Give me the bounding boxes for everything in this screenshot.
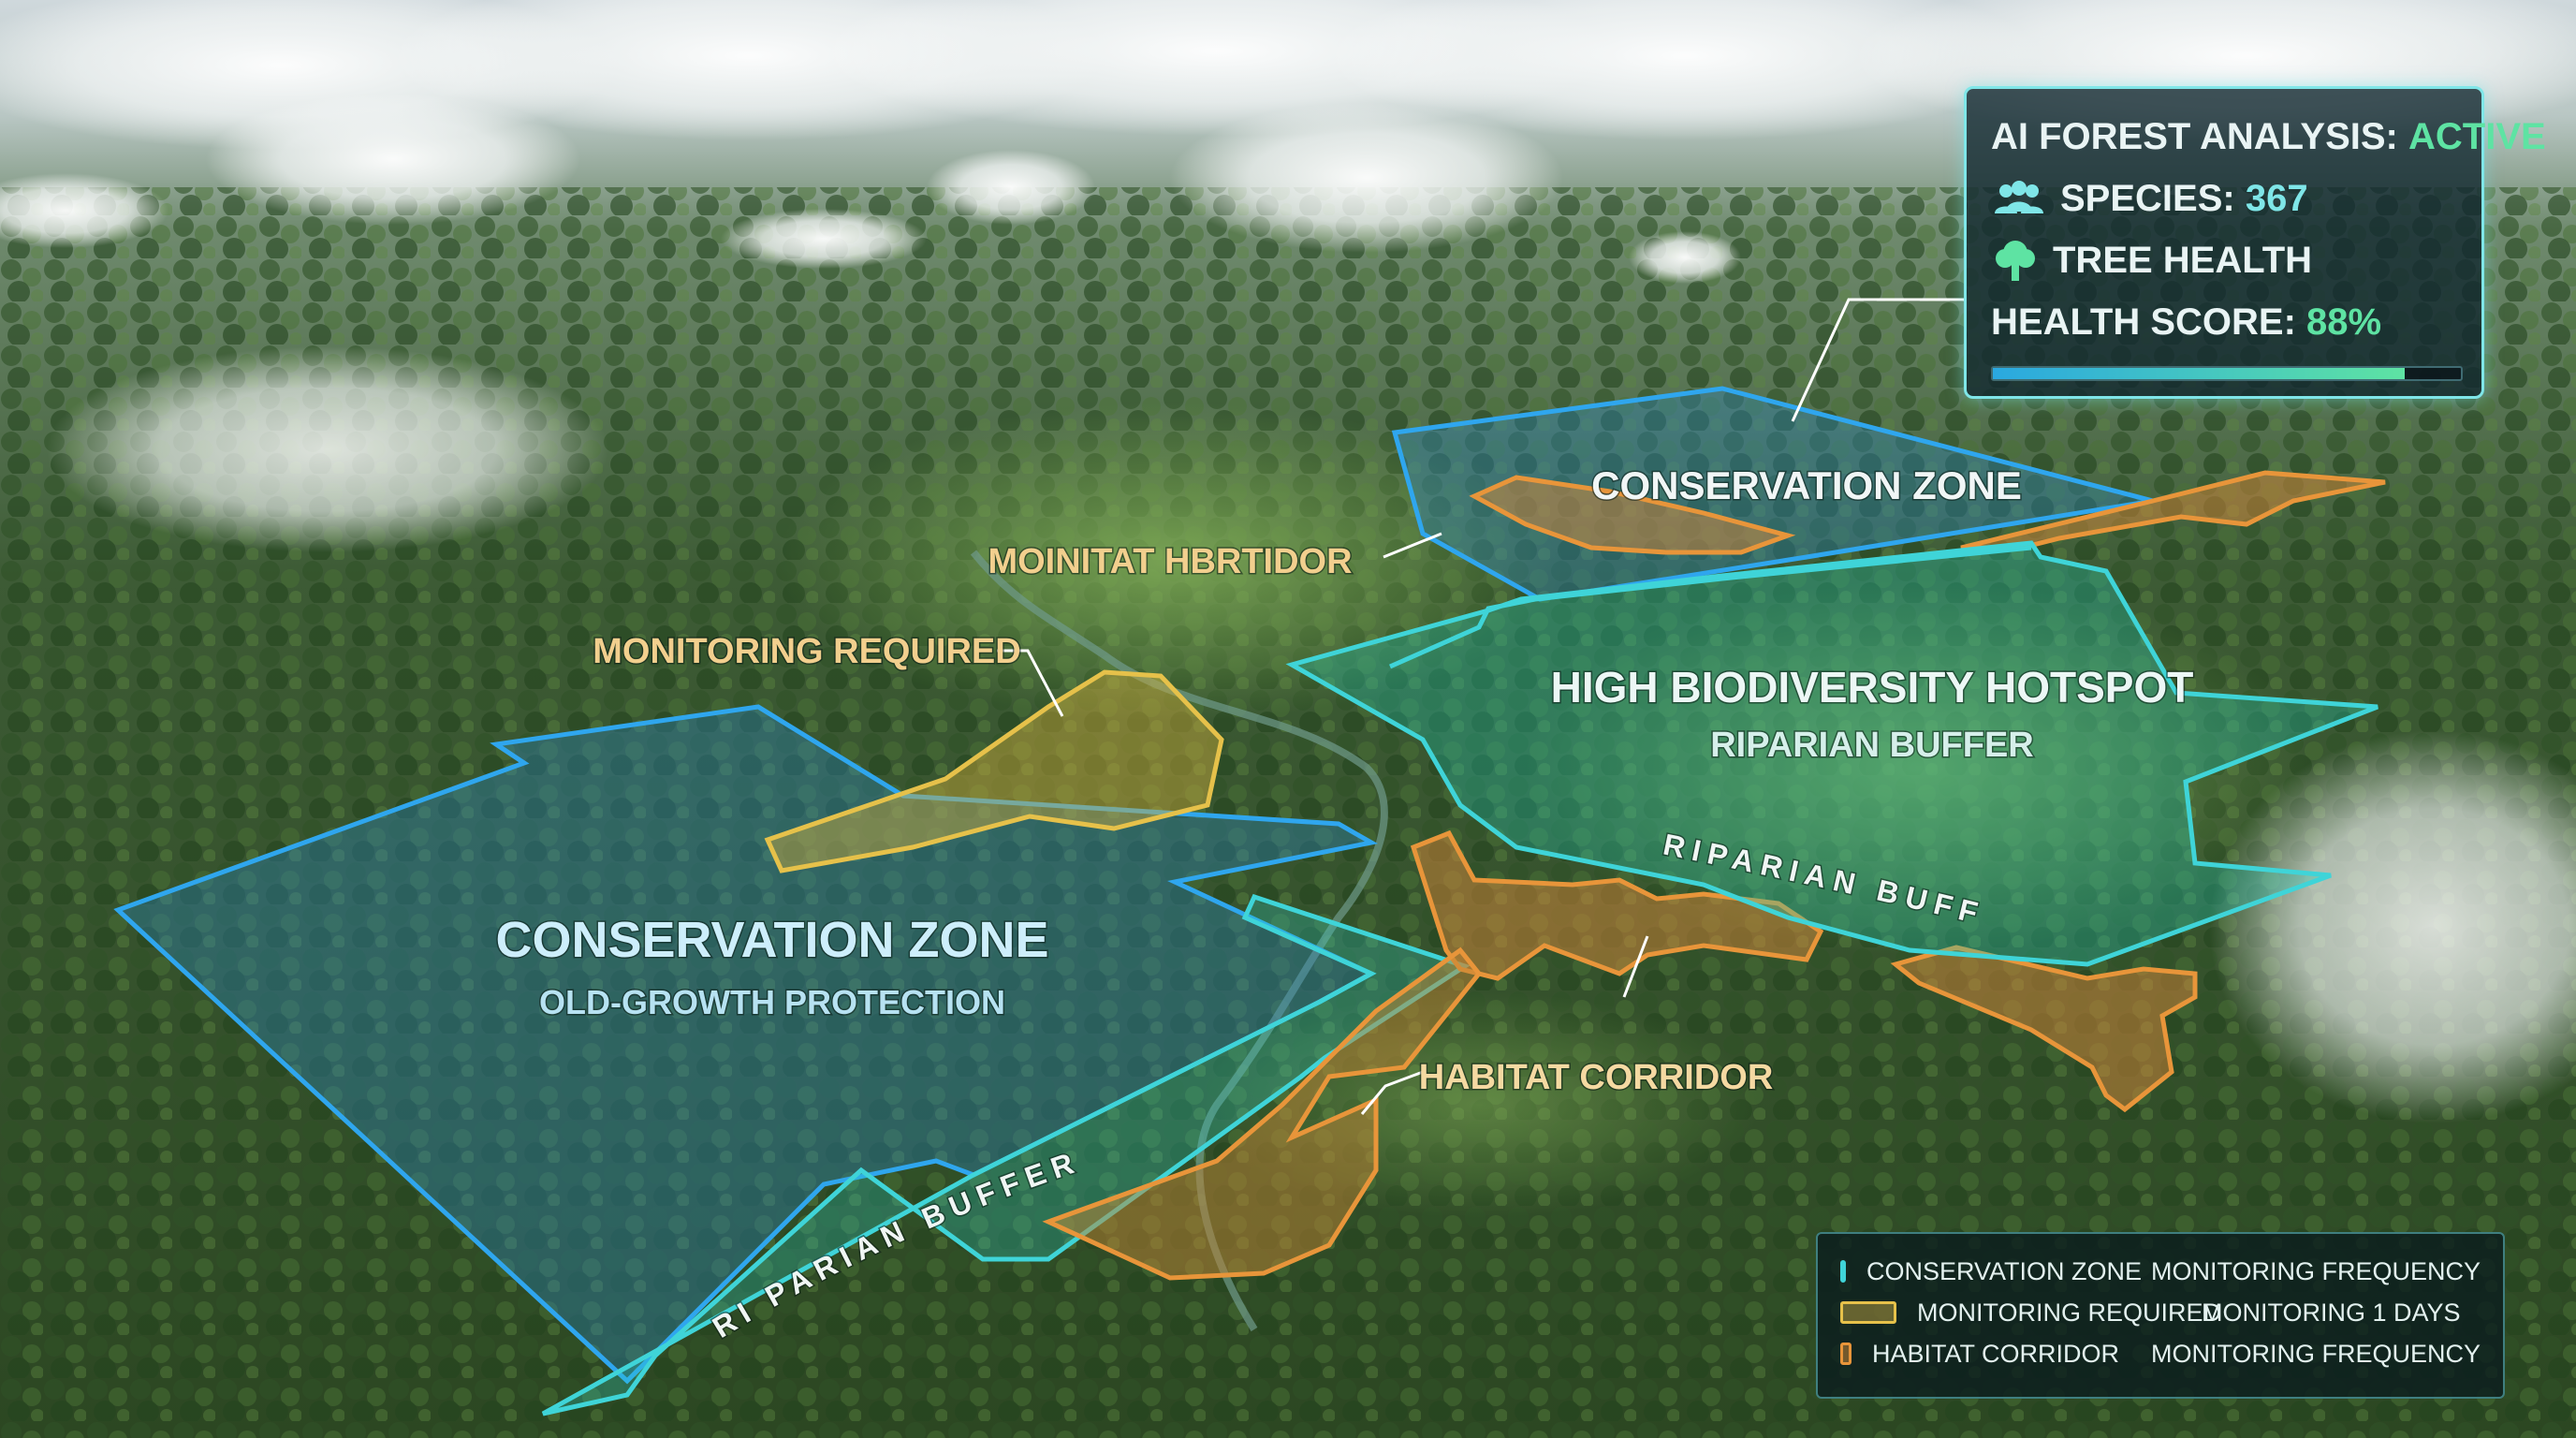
habitat-corridor-lower[interactable] xyxy=(1042,946,1483,1281)
health-score-value: 88% xyxy=(2306,301,2382,343)
conservation-zone-main-sublabel: OLD-GROWTH PROTECTION xyxy=(539,983,1005,1021)
hotspot-inner-outline xyxy=(1388,545,2032,669)
clouds xyxy=(0,0,2576,1123)
conservation-zone-main[interactable] xyxy=(113,704,1379,1385)
conservation-zone-top-label: CONSERVATION ZONE xyxy=(1591,463,2022,507)
hud-status: ACTIVE xyxy=(2408,116,2546,157)
legend-frequency: MONITORING FREQUENCY xyxy=(2151,1256,2481,1285)
tree-icon xyxy=(1996,241,2035,281)
hud-species-row: SPECIES: 367 xyxy=(1991,168,2457,229)
moinitat-label: MOINITAT HBRTIDOR xyxy=(988,542,1352,581)
hud-title-prefix: AI FOREST ANALYSIS: xyxy=(1991,116,2398,157)
legend-swatch-monitoring xyxy=(1840,1301,1896,1324)
people-icon xyxy=(1995,181,2043,213)
legend-frequency: MONITORING 1 DAYS xyxy=(2202,1298,2461,1327)
legend-row: HABITAT CORRIDOR MONITORING FREQUENCY xyxy=(1840,1333,2481,1374)
hud-title: AI FOREST ANALYSIS: ACTIVE xyxy=(1991,106,2546,168)
health-score-bar-fill xyxy=(1993,368,2405,379)
leader-lines xyxy=(997,298,1964,1115)
legend-row: CONSERVATION ZONE MONITORING FREQUENCY xyxy=(1840,1251,2481,1292)
tree-health-label: TREE HEALTH xyxy=(2053,240,2313,281)
legend-swatch-habitat xyxy=(1840,1343,1852,1365)
species-value: 367 xyxy=(2245,178,2308,219)
legend-swatch-conservation xyxy=(1840,1260,1846,1283)
habitat-corridor-central[interactable] xyxy=(1410,829,1824,981)
health-score-label: HEALTH SCORE: xyxy=(1991,301,2296,343)
riparian-buffer-strip[interactable] xyxy=(541,893,1471,1416)
monitoring-required-zone[interactable] xyxy=(764,669,1224,873)
habitat-corridor-label: HABITAT CORRIDOR xyxy=(1419,1058,1774,1097)
high-biodiversity-hotspot[interactable] xyxy=(1285,540,2378,967)
species-label: SPECIES: xyxy=(2060,178,2235,219)
habitat-corridor-right[interactable] xyxy=(1890,945,2198,1113)
habitat-corridor-top[interactable] xyxy=(1469,475,1796,555)
hotspot-sublabel: RIPARIAN BUFFER xyxy=(1710,726,2034,765)
conservation-zone-main-label: CONSERVATION ZONE xyxy=(495,912,1048,968)
monitoring-required-label: MONITORING REQUIRED xyxy=(593,632,1020,671)
ai-analysis-panel: AI FOREST ANALYSIS: ACTIVE SPECIES: 367 … xyxy=(1964,86,2546,399)
hud-score-row: HEALTH SCORE: 88% xyxy=(1991,291,2457,353)
legend-label: HABITAT CORRIDOR xyxy=(1871,1339,2119,1368)
legend-frequency: MONITORING FREQUENCY xyxy=(2150,1339,2481,1368)
habitat-corridor-top-right[interactable] xyxy=(1960,470,2386,550)
health-score-bar xyxy=(1991,366,2463,381)
legend-label: CONSERVATION ZONE xyxy=(1866,1256,2143,1285)
hotspot-label: HIGH BIODIVERSITY HOTSPOT xyxy=(1551,663,2194,712)
map-legend: CONSERVATION ZONE MONITORING FREQUENCY M… xyxy=(1816,1232,2505,1399)
hud-tree-health-row: TREE HEALTH xyxy=(1991,229,2457,291)
legend-row: MONITORING REQUIRED MONITORING 1 DAYS xyxy=(1840,1292,2481,1333)
legend-label: MONITORING REQUIRED xyxy=(1917,1298,2222,1327)
